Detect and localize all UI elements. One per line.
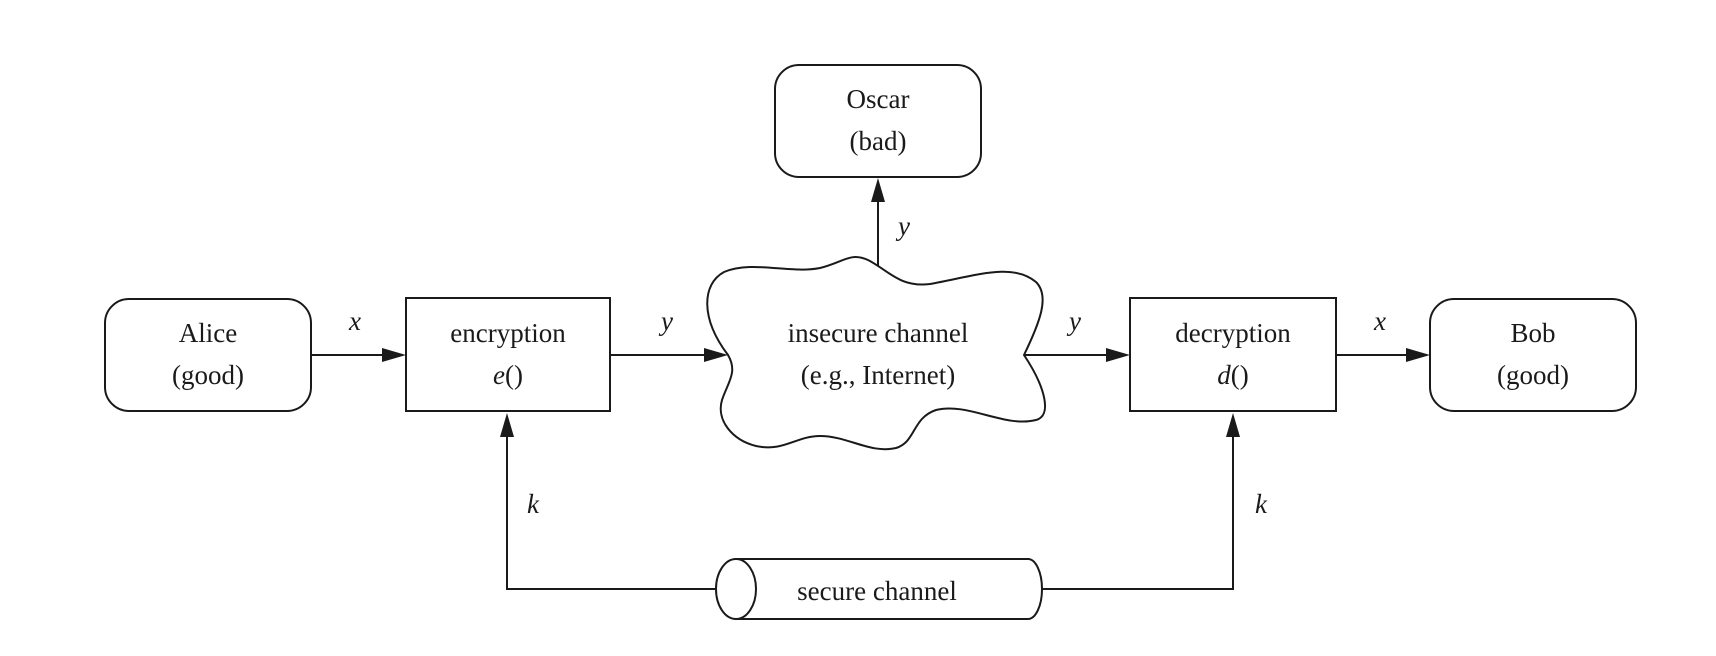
encryption-function-name: e (493, 360, 505, 390)
edge-label-encryption-to-channel: y (658, 306, 673, 336)
edge-label-channel-to-decryption: y (1066, 306, 1081, 336)
edge-label-channel-to-oscar: y (895, 211, 910, 241)
edge-label-key-to-decryption: k (1255, 489, 1268, 519)
arrowhead-key-to-encryption (500, 413, 514, 437)
decryption-function: d() (1217, 360, 1248, 390)
decryption-function-parens: () (1231, 360, 1249, 390)
alice-node: Alice (good) (104, 298, 312, 412)
edge-label-alice-to-encryption: x (348, 306, 361, 336)
arrowhead-channel-to-decryption (1106, 348, 1130, 362)
bob-name: Bob (1510, 318, 1555, 348)
arrowhead-encryption-to-channel (704, 348, 728, 362)
encryption-function-parens: () (505, 360, 523, 390)
arrowhead-alice-to-encryption (382, 348, 406, 362)
edge-label-decryption-to-bob: x (1373, 306, 1386, 336)
insecure-channel-cloud (706, 256, 1047, 451)
bob-role: (good) (1497, 360, 1569, 390)
oscar-node: Oscar (bad) (774, 64, 982, 178)
insecure-channel-example: (e.g., Internet) (801, 360, 955, 390)
encryption-node: encryption e() (405, 297, 611, 412)
edge-labels: x y y y x k k (348, 211, 1386, 519)
bob-node: Bob (good) (1429, 298, 1637, 412)
secure-channel-cylinder-body (735, 558, 1043, 620)
decryption-title: decryption (1175, 318, 1291, 348)
insecure-channel-node: insecure channel (e.g., Internet) (706, 256, 1047, 451)
secure-channel-cylinder-end (715, 558, 757, 620)
connectors (311, 178, 1430, 590)
arrowhead-decryption-to-bob (1406, 348, 1430, 362)
insecure-channel-title: insecure channel (788, 318, 969, 348)
alice-role: (good) (172, 360, 244, 390)
secure-channel-label: secure channel (797, 576, 957, 606)
arrow-key-to-decryption (1040, 437, 1234, 590)
arrow-key-to-encryption (506, 437, 716, 590)
oscar-name: Oscar (847, 84, 910, 114)
edge-label-key-to-encryption: k (527, 489, 540, 519)
decryption-function-name: d (1217, 360, 1231, 390)
oscar-role: (bad) (850, 126, 907, 156)
encryption-title: encryption (450, 318, 566, 348)
encryption-function: e() (493, 360, 523, 390)
decryption-node: decryption d() (1129, 297, 1337, 412)
secure-channel-node: secure channel (715, 558, 1043, 620)
arrowhead-channel-to-oscar (871, 178, 885, 202)
arrowhead-key-to-decryption (1226, 413, 1240, 437)
alice-name: Alice (179, 318, 237, 348)
